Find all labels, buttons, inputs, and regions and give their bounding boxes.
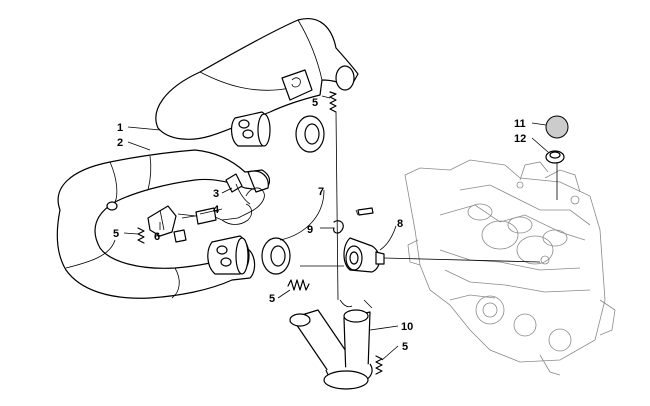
exhaust-manifold-coupler <box>343 207 541 273</box>
expansion-chamber-lower <box>56 149 271 299</box>
expansion-chamber-upper <box>155 18 359 147</box>
y-pipe <box>289 299 373 390</box>
callout-2: 2 <box>117 137 123 149</box>
cap <box>545 115 569 139</box>
callout-4: 4 <box>213 204 220 216</box>
spring-hanger-line <box>335 111 339 301</box>
callout-5-middle: 5 <box>269 293 275 305</box>
engine-block <box>404 159 616 376</box>
callout-11: 11 <box>514 118 526 130</box>
callout-5-left: 5 <box>113 228 119 240</box>
spring-lower <box>375 355 383 375</box>
callout-5-upper: 5 <box>312 97 318 109</box>
callout-12: 12 <box>514 133 526 145</box>
coupler-gasket-lower <box>261 237 291 275</box>
mounting-bracket <box>147 205 187 243</box>
callout-7: 7 <box>318 186 324 198</box>
callout-1: 1 <box>117 122 123 134</box>
spring-left <box>137 227 145 244</box>
callout-8: 8 <box>397 218 403 230</box>
spring-middle <box>287 279 310 291</box>
callout-3: 3 <box>213 188 219 200</box>
coupler-gasket-upper <box>295 115 325 153</box>
callout-6: 6 <box>154 231 160 243</box>
retaining-clip <box>333 220 344 234</box>
cap-grommet <box>545 150 565 200</box>
temperature-sensor-assembly <box>177 173 265 225</box>
callout-9: 9 <box>307 224 313 236</box>
spring-upper <box>329 91 337 113</box>
manifold-alignment-line <box>383 257 541 263</box>
callout-5-lower: 5 <box>402 341 408 353</box>
callout-10: 10 <box>401 321 413 333</box>
leader-lines <box>123 95 549 361</box>
